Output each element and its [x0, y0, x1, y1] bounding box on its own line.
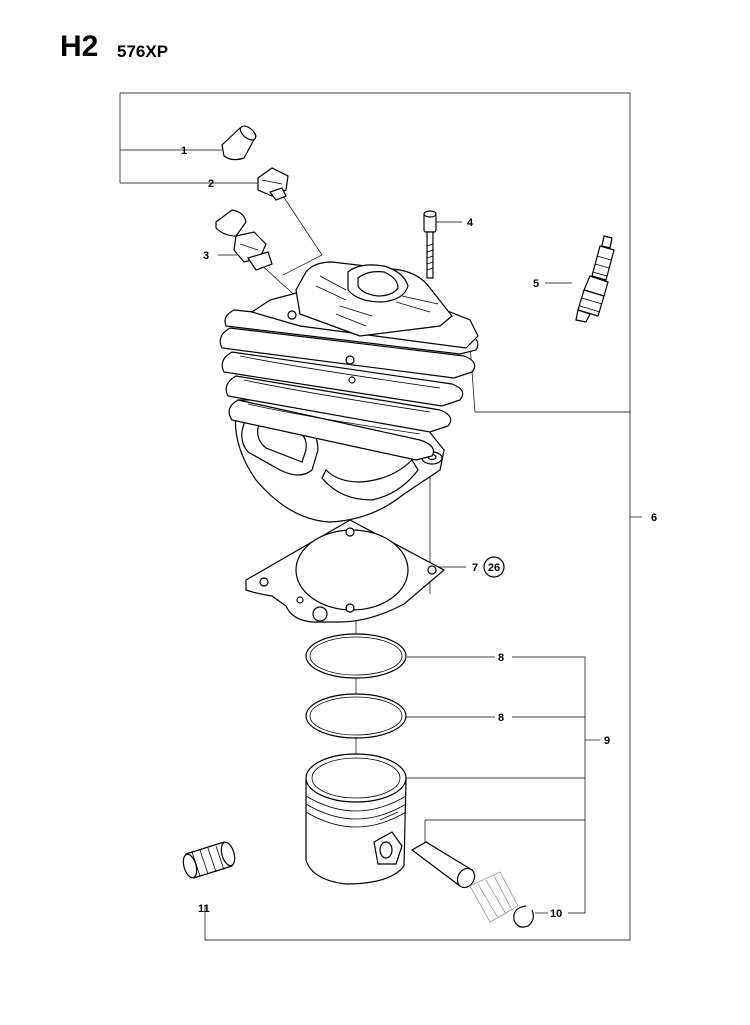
- part-9-piston-pin[interactable]: [410, 841, 478, 891]
- callout-9: 9: [604, 735, 610, 747]
- part-9-needle-bearing: [469, 871, 519, 923]
- reference-badge-label: 26: [488, 562, 500, 574]
- part-5-spark-plug[interactable]: [575, 235, 615, 323]
- part-11-needle-bearing[interactable]: [181, 841, 237, 879]
- callout-2: 2: [208, 178, 214, 190]
- callout-6: 6: [651, 512, 657, 524]
- part-3-valve-assembly[interactable]: [215, 209, 273, 271]
- callout-1: 1: [181, 145, 187, 157]
- part-1-cap[interactable]: [221, 123, 258, 161]
- part-9-piston[interactable]: [305, 753, 407, 885]
- part-8-ring-upper[interactable]: [305, 633, 407, 679]
- part-2-valve[interactable]: [257, 167, 289, 201]
- part-8-ring-lower[interactable]: [305, 693, 407, 739]
- callout-11: 11: [198, 903, 210, 915]
- callout-10: 10: [550, 908, 562, 920]
- callout-5: 5: [533, 278, 539, 290]
- callout-8-upper: 8: [498, 652, 504, 664]
- cylinder-assembly[interactable]: [219, 261, 479, 523]
- callout-7: 7: [472, 562, 478, 574]
- callout-4: 4: [467, 217, 474, 229]
- part-4-bolt[interactable]: [423, 210, 437, 279]
- part-7-gasket[interactable]: [245, 519, 446, 623]
- model-name: 576XP: [117, 42, 169, 61]
- callout-8-lower: 8: [498, 712, 504, 724]
- callout-3: 3: [203, 250, 209, 262]
- part-10-circlip[interactable]: [513, 905, 534, 928]
- reference-badge: 26: [483, 556, 505, 578]
- callouts: 1 2 3 4 5 6 7 8 8 9 10 11: [181, 145, 657, 920]
- page-code: H2: [60, 30, 99, 63]
